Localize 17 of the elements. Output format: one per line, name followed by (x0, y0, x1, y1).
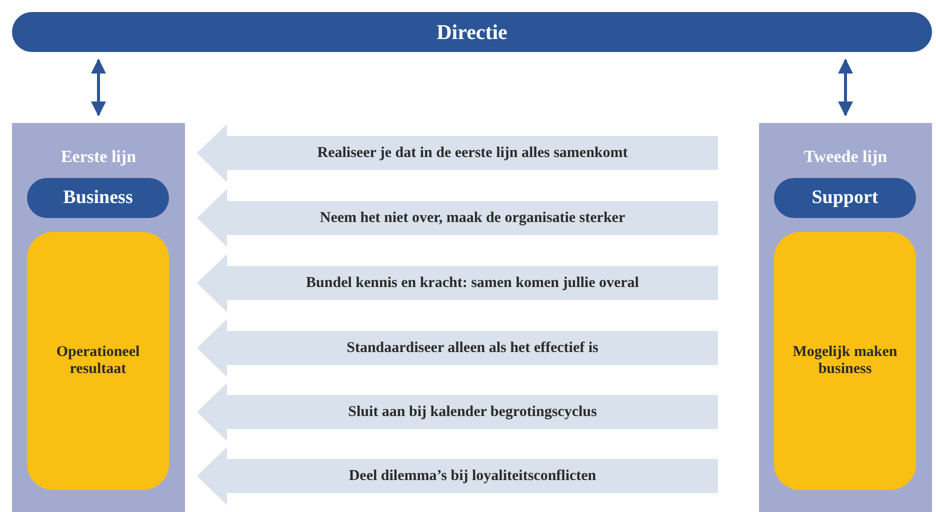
result-card: Mogelijk maken business (774, 232, 916, 490)
double-arrow (838, 58, 853, 116)
double-arrow (91, 58, 106, 116)
arrow-banner: Sluit aan bij kalender begrotingscyclus (197, 383, 718, 441)
arrow-banner: Realiseer je dat in de eerste lijn alles samenkomt (197, 124, 718, 182)
title-pill: Business (27, 178, 169, 218)
arrow-banner: Standaardiseer alleen als het effectief is (197, 319, 718, 377)
arrow-banner: Neem het niet over, maak de organisatie sterker (197, 189, 718, 247)
header-bar: Directie (12, 12, 932, 52)
column-panel (12, 123, 185, 512)
column-panel (759, 123, 932, 512)
title-pill: Support (774, 178, 916, 218)
result-card: Operationeel resultaat (27, 232, 169, 490)
panel-heading: Eerste lijn (60, 147, 138, 167)
arrow-banner: Deel dilemma’s bij loyaliteitsconflicten (197, 447, 718, 505)
panel-heading: Tweede lijn (802, 147, 888, 167)
arrow-banner: Bundel kennis en kracht: samen komen jullie overal (197, 254, 718, 312)
